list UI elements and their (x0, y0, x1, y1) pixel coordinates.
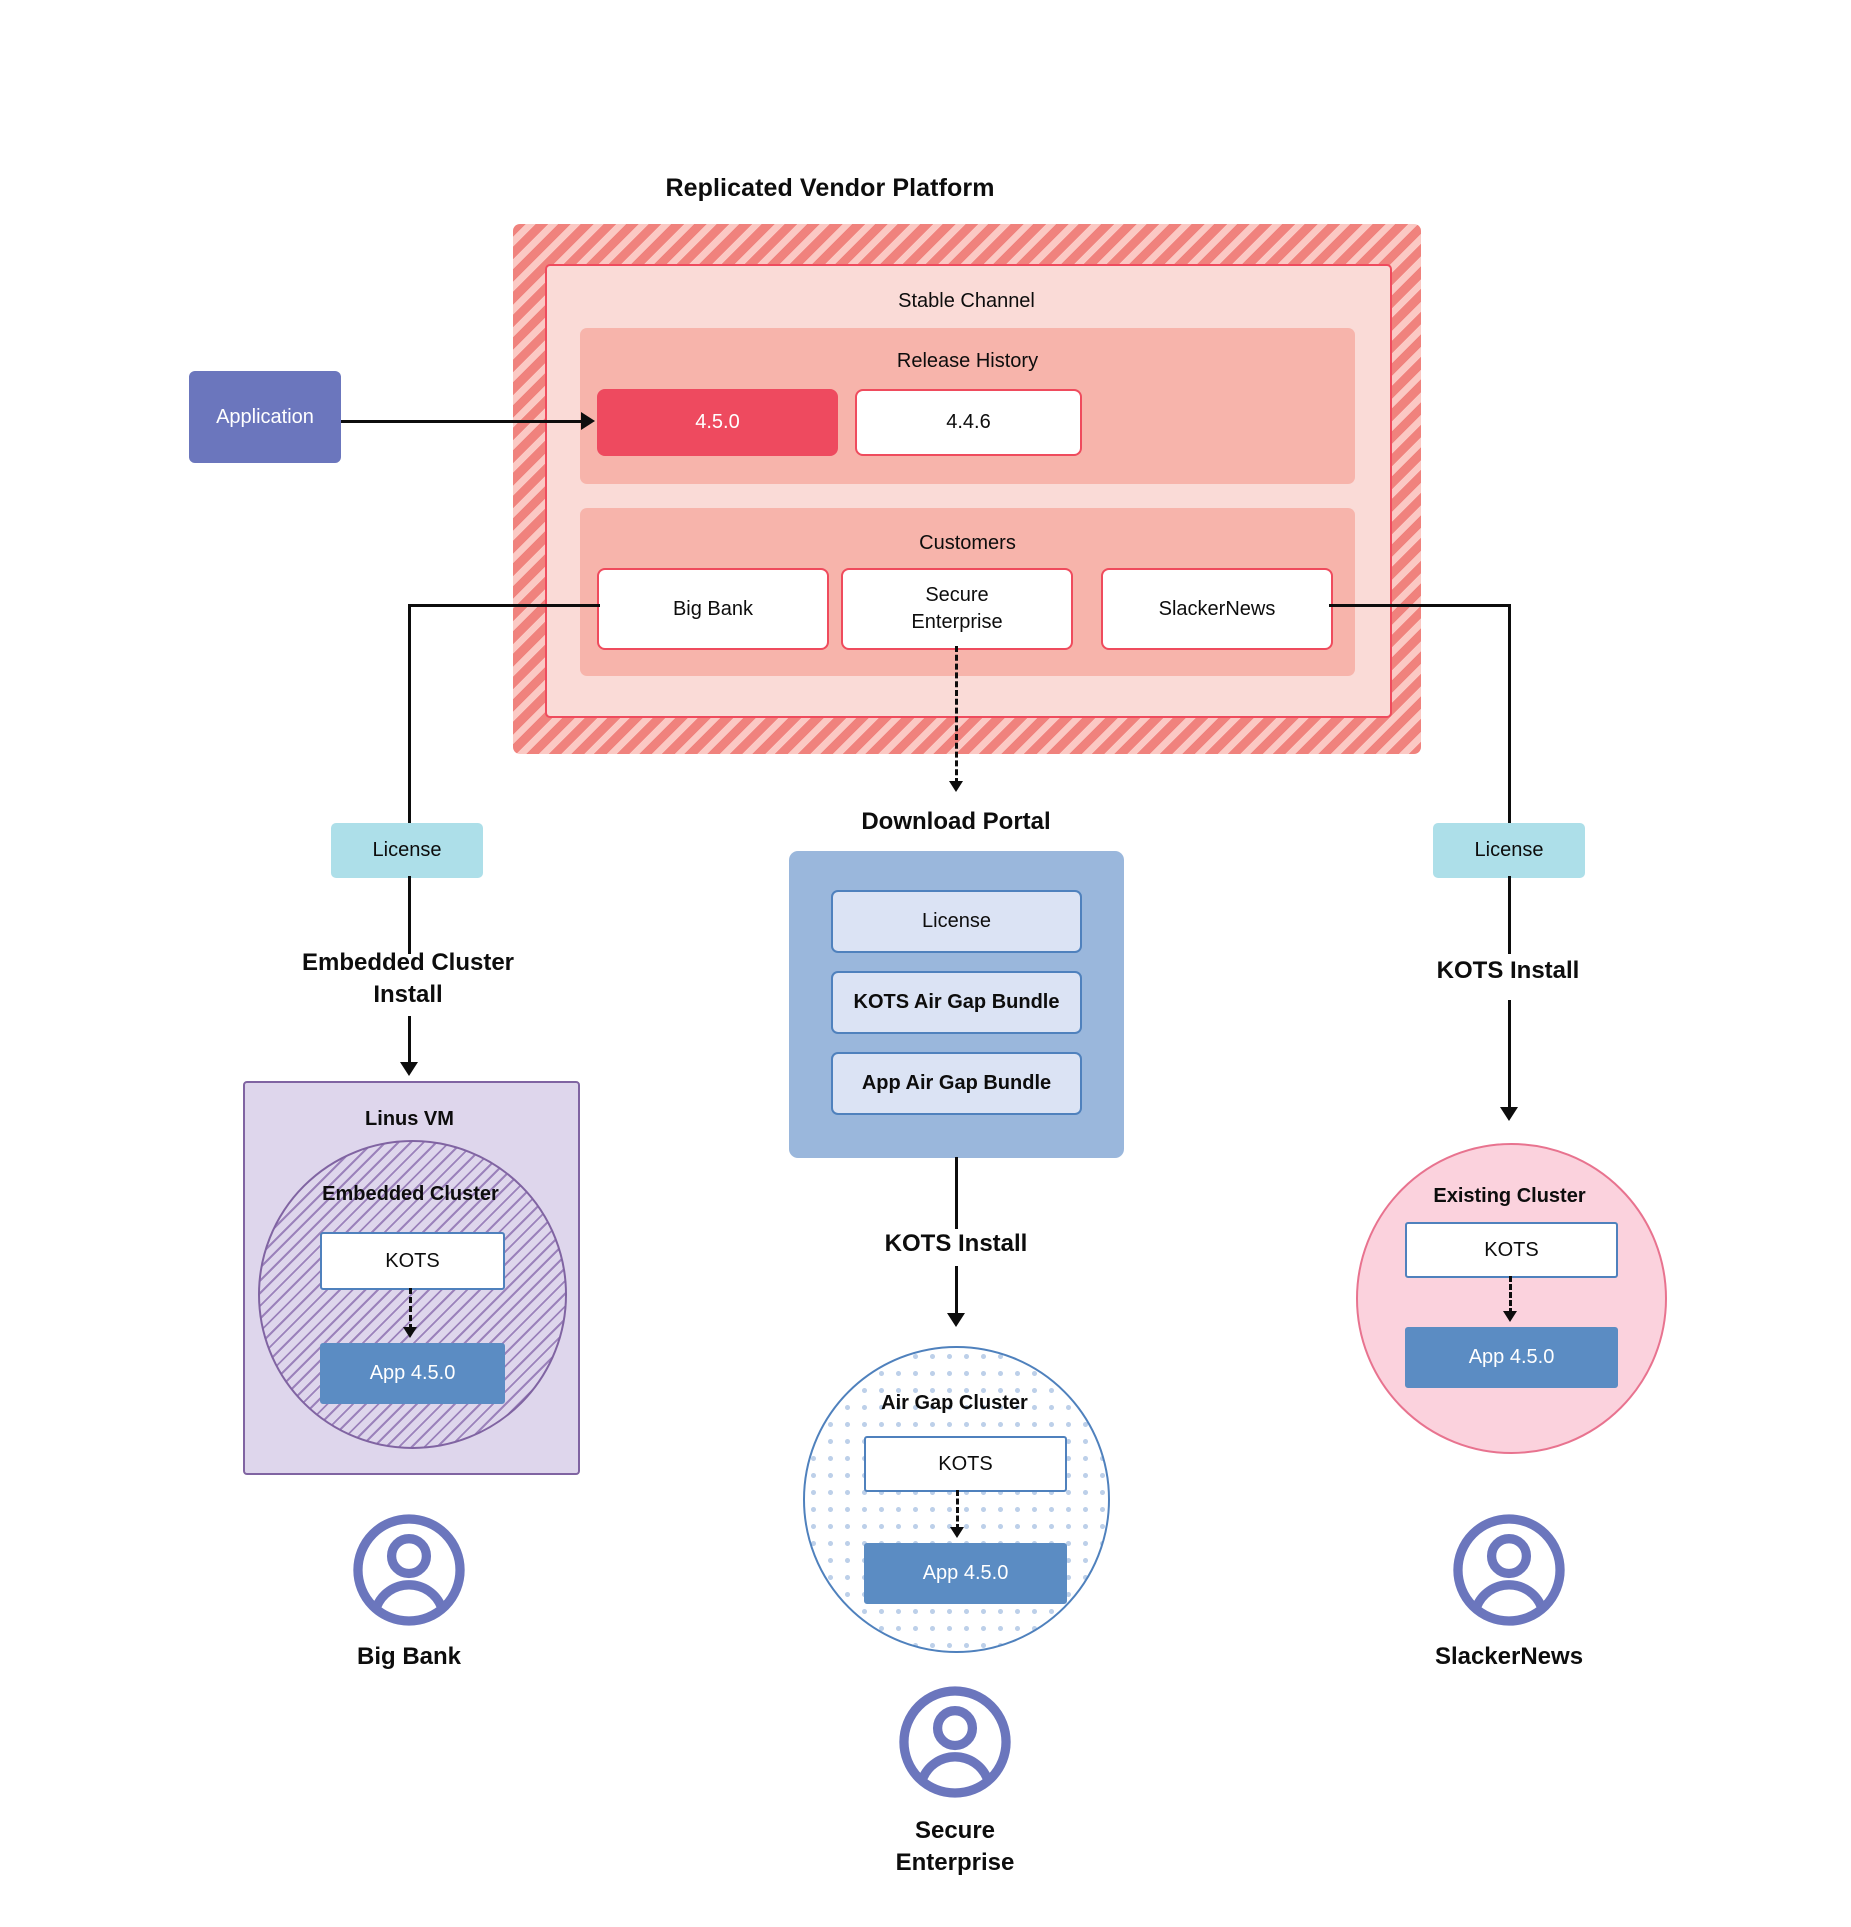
install-to-vm-arrow (400, 1062, 418, 1076)
customer-name-label: Secure Enterprise (911, 584, 1003, 633)
portal-item-license[interactable]: License (831, 890, 1082, 953)
customer-label-secure-enterprise: Secure Enterprise (895, 1817, 1015, 1876)
customers-label: Customers (919, 531, 1016, 554)
kots-label: KOTS (938, 1452, 993, 1475)
application-box[interactable]: Application (189, 371, 341, 463)
kots-label: KOTS (1484, 1238, 1539, 1261)
kots-to-app-arrow-left (403, 1327, 417, 1338)
app-version-label: App 4.5.0 (369, 1362, 456, 1384)
avatar-slackernews (1451, 1512, 1567, 1628)
big-bank-connector-vertical (408, 604, 411, 826)
license-label: License (372, 839, 442, 861)
air-gap-cluster-label: Air Gap Cluster (881, 1391, 1028, 1414)
linux-vm-label: Linus VM (365, 1107, 454, 1130)
embedded-cluster-install-label: Embedded Cluster Install (301, 949, 515, 1008)
app-box-embedded[interactable]: App 4.5.0 (320, 1343, 505, 1404)
customer-label-slackernews: SlackerNews (1434, 1643, 1584, 1671)
license-label: License (1474, 839, 1544, 861)
release-history-label: Release History (896, 349, 1039, 372)
customer-name-label: SlackerNews (1158, 597, 1276, 620)
license-to-install-line-left (408, 876, 411, 954)
portal-item-label: App Air Gap Bundle (861, 1072, 1052, 1094)
application-label: Application (216, 405, 314, 428)
customer-name-label: Big Bank (672, 597, 754, 620)
portal-item-label: KOTS Air Gap Bundle (853, 991, 1060, 1013)
portal-item-kots-airgap-bundle[interactable]: KOTS Air Gap Bundle (831, 971, 1082, 1034)
kots-box-existing[interactable]: KOTS (1405, 1222, 1618, 1278)
avatar-secure-enterprise (897, 1684, 1013, 1800)
license-to-install-line-right (1508, 876, 1511, 954)
license-box-right[interactable]: License (1433, 823, 1585, 878)
existing-cluster-label: Existing Cluster (1433, 1184, 1586, 1207)
stable-channel-label: Stable Channel (898, 289, 1035, 312)
release-card-active[interactable]: 4.5.0 (597, 389, 838, 456)
kots-to-app-dashed-right (1509, 1276, 1512, 1314)
slackernews-connector-horizontal (1329, 604, 1511, 607)
slackernews-connector-vertical (1508, 604, 1511, 826)
customer-card-slackernews[interactable]: SlackerNews (1101, 568, 1333, 650)
kots-label: KOTS (385, 1249, 440, 1272)
install-to-vm-line (408, 1016, 411, 1070)
embedded-cluster-label: Embedded Cluster (322, 1182, 499, 1205)
kots-to-app-dashed-middle (956, 1490, 959, 1530)
install-to-existing-line (1508, 1000, 1511, 1110)
customer-label-big-bank: Big Bank (356, 1643, 461, 1671)
secure-enterprise-dashed-line (955, 646, 958, 784)
install-to-airgap-arrow (947, 1313, 965, 1327)
kots-box-embedded[interactable]: KOTS (320, 1232, 505, 1290)
kots-install-label-right: KOTS Install (1436, 957, 1580, 985)
license-box-left[interactable]: License (331, 823, 483, 878)
kots-to-app-arrow-middle (950, 1527, 964, 1538)
kots-to-app-arrow-right (1503, 1311, 1517, 1322)
customer-card-big-bank[interactable]: Big Bank (597, 568, 829, 650)
secure-enterprise-arrow (949, 781, 963, 792)
portal-to-install-line (955, 1157, 958, 1229)
release-version-label: 4.4.6 (946, 411, 991, 433)
app-version-label: App 4.5.0 (1468, 1346, 1555, 1368)
install-to-existing-arrow (1500, 1107, 1518, 1121)
application-to-release-line (341, 420, 582, 423)
kots-to-app-dashed-left (409, 1288, 412, 1330)
application-arrow-head (581, 412, 595, 430)
download-portal-title: Download Portal (861, 808, 1051, 836)
page-title: Replicated Vendor Platform (665, 173, 995, 202)
kots-install-label-middle: KOTS Install (884, 1230, 1028, 1258)
release-version-label: 4.5.0 (695, 411, 740, 433)
app-box-airgap[interactable]: App 4.5.0 (864, 1543, 1067, 1604)
release-card-inactive[interactable]: 4.4.6 (855, 389, 1082, 456)
portal-item-label: License (922, 910, 991, 932)
app-version-label: App 4.5.0 (922, 1562, 1009, 1584)
avatar-big-bank (351, 1512, 467, 1628)
big-bank-connector-horizontal (408, 604, 600, 607)
customer-card-secure-enterprise[interactable]: Secure Enterprise (841, 568, 1073, 650)
install-to-airgap-line (955, 1266, 958, 1320)
portal-item-app-airgap-bundle[interactable]: App Air Gap Bundle (831, 1052, 1082, 1115)
app-box-existing[interactable]: App 4.5.0 (1405, 1327, 1618, 1388)
kots-box-airgap[interactable]: KOTS (864, 1436, 1067, 1492)
